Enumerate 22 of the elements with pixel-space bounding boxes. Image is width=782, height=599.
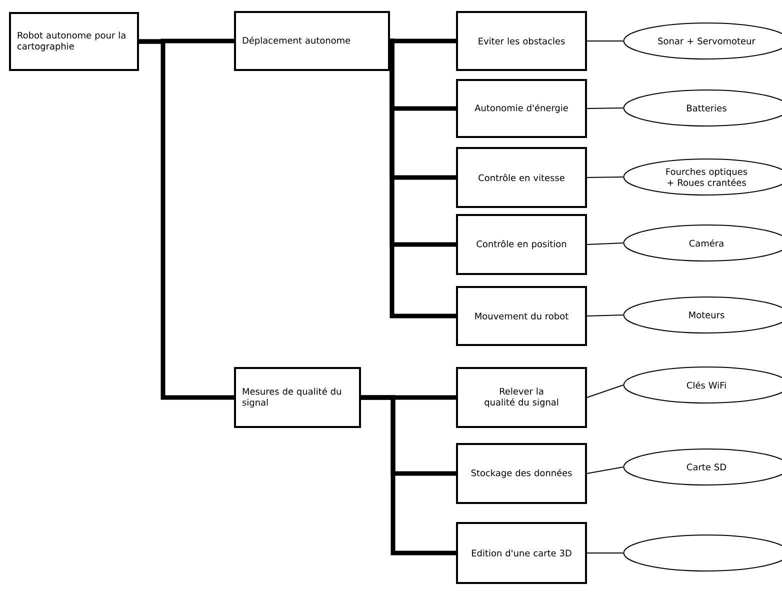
process-box: Mouvement du robot xyxy=(456,286,587,346)
connector-line xyxy=(586,176,624,178)
connector-line xyxy=(388,38,456,318)
connector-line xyxy=(586,242,624,245)
connector-line xyxy=(361,395,456,556)
process-box: Autonomie d'énergie xyxy=(456,79,587,138)
connector-line xyxy=(586,108,624,109)
process-box: Eviter les obstacles xyxy=(456,11,587,71)
connector-line xyxy=(139,39,234,400)
connector-line xyxy=(586,552,624,554)
process-box: Mesures de qualité du signal xyxy=(234,367,361,428)
connector-line xyxy=(586,314,624,316)
process-box: Relever la qualité du signal xyxy=(456,367,587,428)
connector-line xyxy=(586,40,624,42)
process-box: Stockage des données xyxy=(456,443,587,504)
process-box: Contrôle en position xyxy=(456,214,587,275)
process-box: Déplacement autonome xyxy=(234,11,390,71)
connector-line xyxy=(586,466,624,474)
process-box: Edition d'une carte 3D xyxy=(456,522,587,584)
process-box: Robot autonome pour la cartographie xyxy=(9,12,139,71)
connector-line xyxy=(586,384,624,398)
process-box: Contrôle en vitesse xyxy=(456,147,587,208)
